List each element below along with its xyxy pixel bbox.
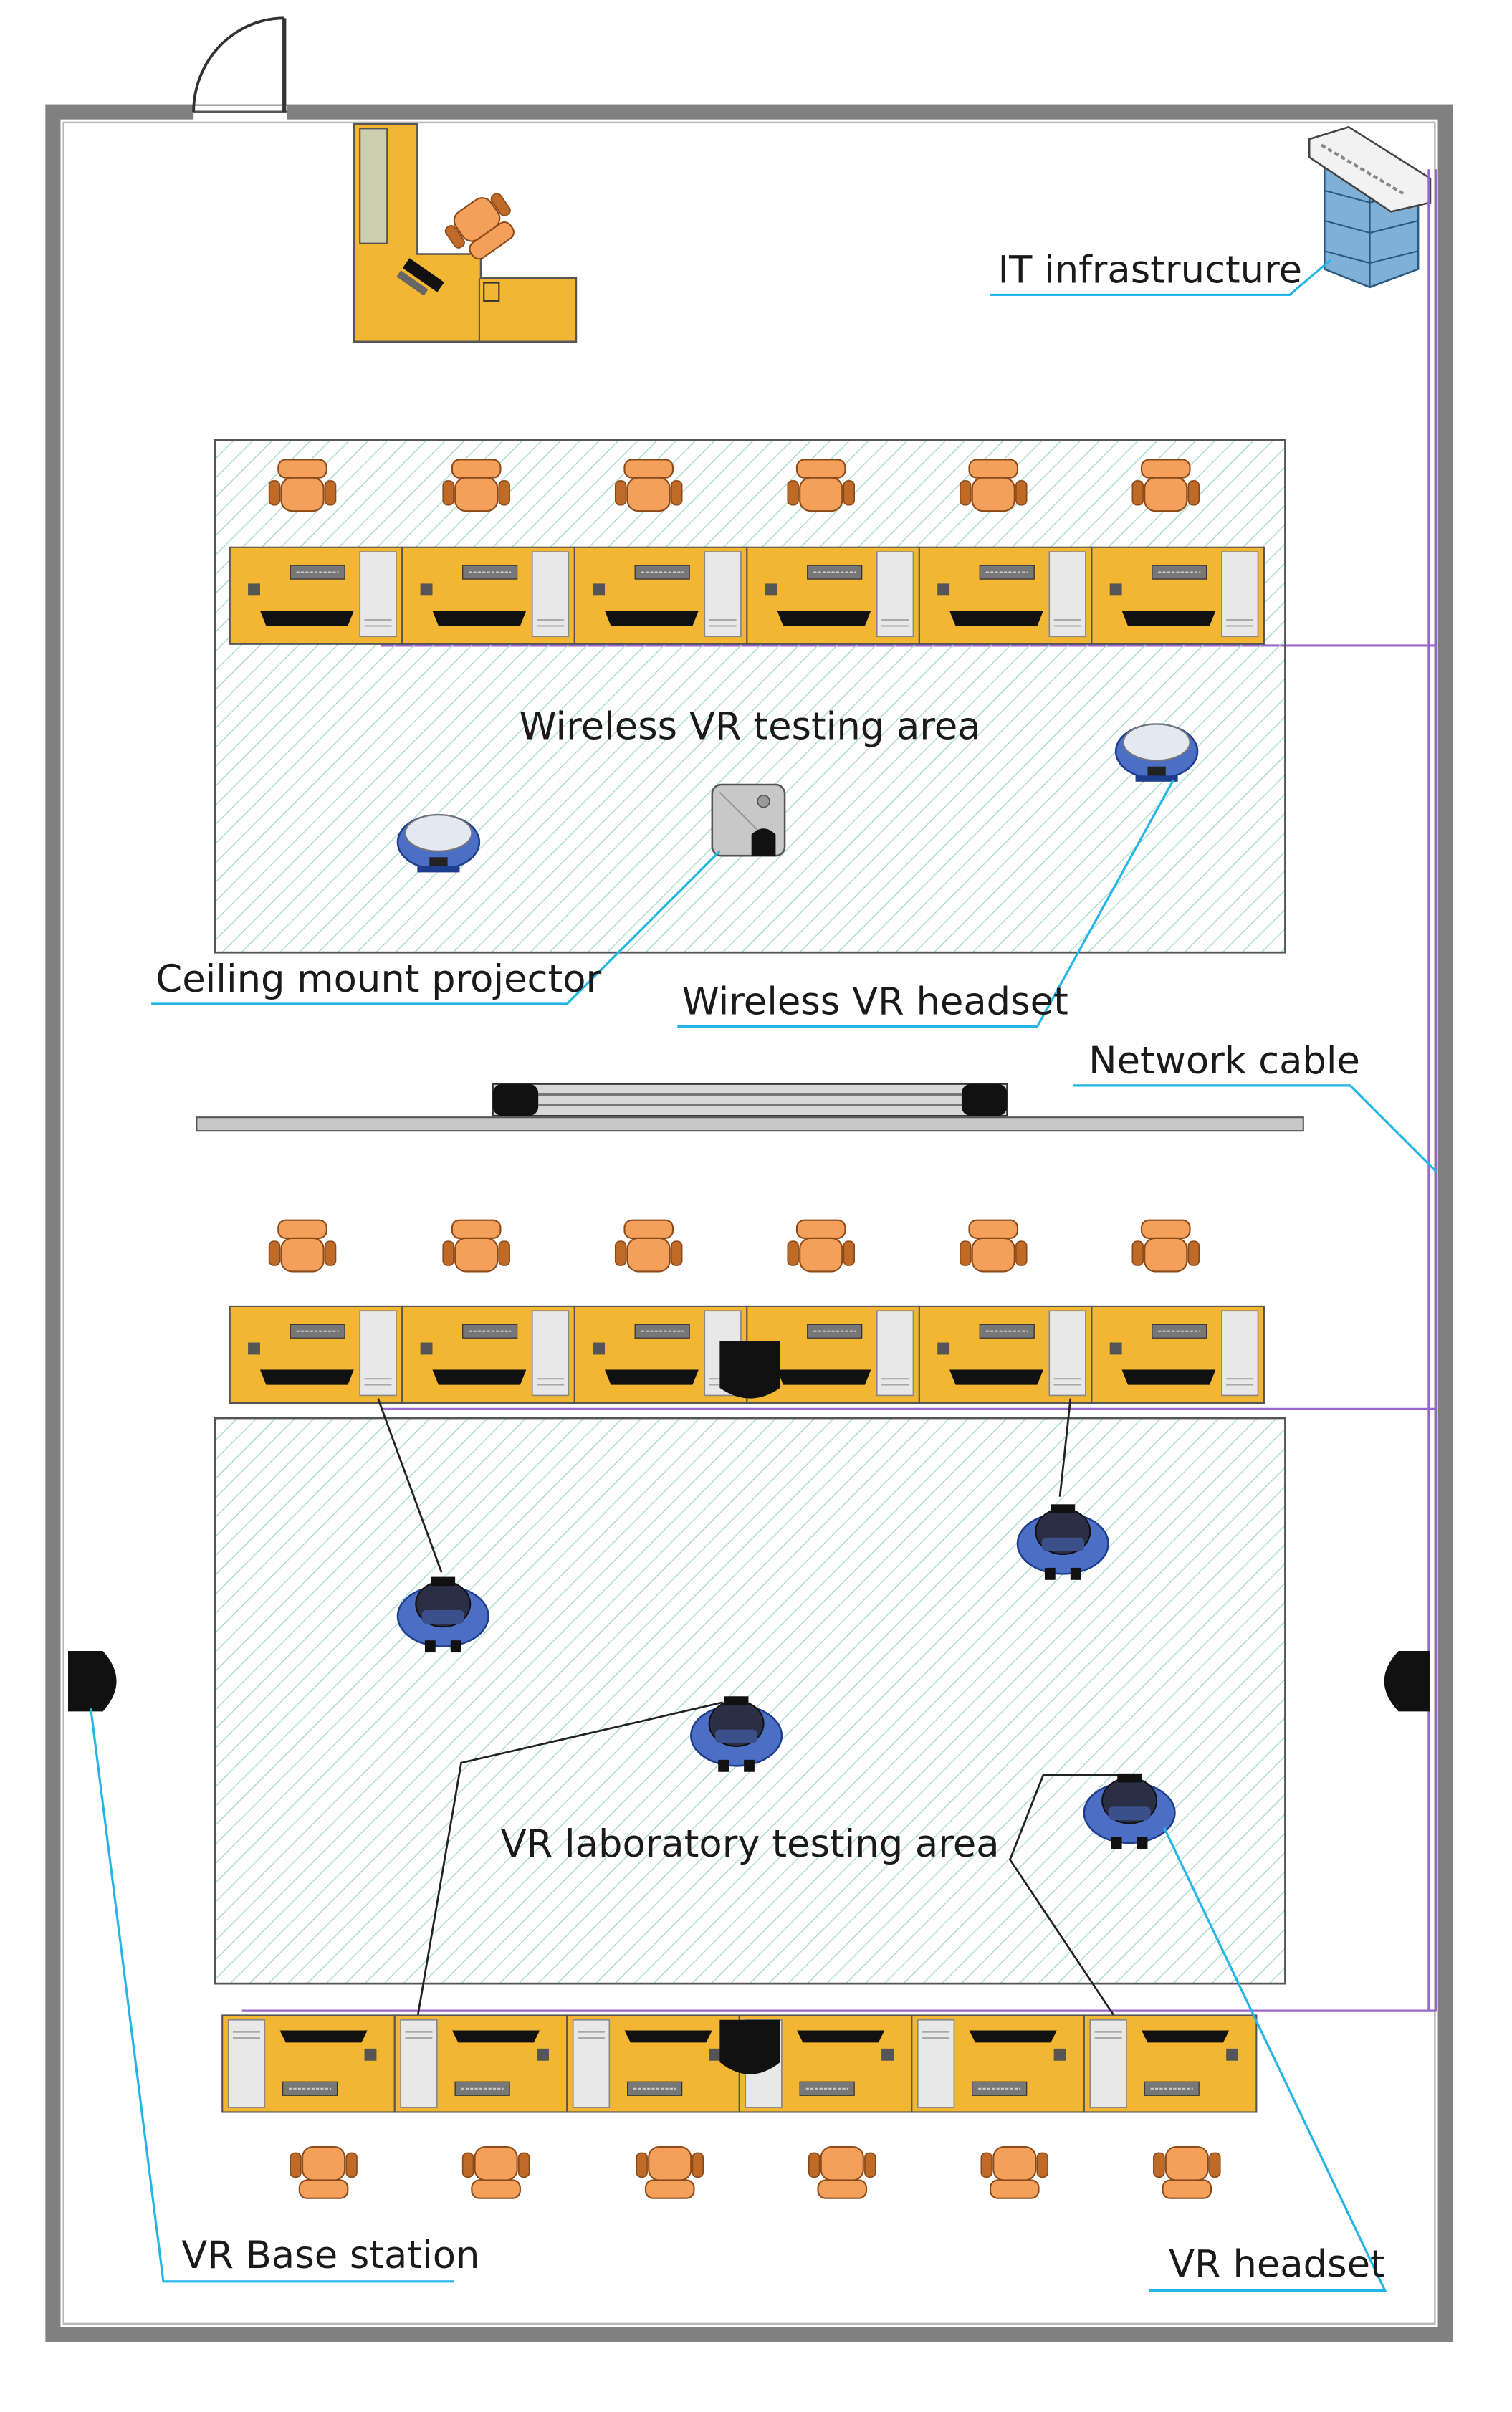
workstation-desk	[918, 1305, 1093, 1404]
workstation-desk	[1091, 546, 1265, 645]
chair-icon	[290, 2145, 358, 2199]
workstation-desk	[401, 1305, 575, 1404]
chair-icon	[808, 2145, 876, 2199]
chair-icon	[442, 459, 511, 512]
chair-icon	[1131, 459, 1200, 512]
chair-icon	[1131, 1219, 1200, 1273]
it-infrastructure-label: IT infrastructure	[998, 249, 1302, 292]
workstation-desk	[918, 546, 1093, 645]
network-cable-label: Network cable	[1088, 1039, 1360, 1083]
ceiling-projector-label: Ceiling mount projector	[155, 957, 601, 1001]
chair-icon	[268, 459, 337, 512]
vr-headset-label: VR headset	[1169, 2242, 1385, 2286]
workstation-desk	[229, 1305, 403, 1404]
chair-icon	[959, 1219, 1028, 1273]
chair-icon	[1152, 2145, 1221, 2199]
chair-icon	[636, 2145, 704, 2199]
chair-icon	[980, 2145, 1049, 2199]
wireless-vr-testing-area: Wireless VR testing area	[214, 439, 1286, 954]
door-icon	[192, 16, 287, 121]
chair-icon	[787, 1219, 856, 1273]
base-station-icon	[719, 2019, 780, 2074]
projector-icon	[711, 783, 786, 857]
chair-icon	[614, 459, 683, 512]
chair-icon	[442, 1219, 511, 1273]
workstation-desk	[911, 2014, 1085, 2113]
workstation-desk	[746, 546, 920, 645]
lab-area-label: VR laboratory testing area	[501, 1822, 1000, 1866]
chair-icon	[461, 2145, 530, 2199]
headset-cables	[377, 1398, 1119, 2019]
callout-lines	[90, 259, 1437, 2292]
base-station-icon	[68, 1650, 117, 1712]
base-station-icon	[719, 1341, 780, 1399]
chair-icon	[959, 459, 1028, 512]
base-station-icon	[1384, 1650, 1430, 1712]
workstation-desk	[1091, 1305, 1265, 1404]
wireless-headset-label: Wireless VR headset	[682, 980, 1068, 1024]
workstation-desk	[401, 546, 575, 645]
chair-icon	[614, 1219, 683, 1273]
vr-laboratory-testing-area: VR laboratory testing area	[214, 1417, 1286, 1985]
workstation-desk	[393, 2014, 568, 2113]
workstation-desk	[221, 2014, 396, 2113]
top-row-workstations	[229, 546, 1265, 645]
workstation-desk	[566, 2014, 740, 2113]
server-rack-icon	[1308, 125, 1432, 289]
workstation-desk	[573, 546, 748, 645]
reception-desk	[353, 123, 578, 343]
projection-screen-icon	[196, 1083, 1304, 1132]
wireless-area-label: Wireless VR testing area	[520, 705, 981, 749]
chair-icon	[268, 1219, 337, 1273]
base-station-label: VR Base station	[181, 2234, 479, 2277]
workstation-desk	[1083, 2014, 1258, 2113]
chair-icon	[787, 459, 856, 512]
workstation-desk	[229, 546, 403, 645]
